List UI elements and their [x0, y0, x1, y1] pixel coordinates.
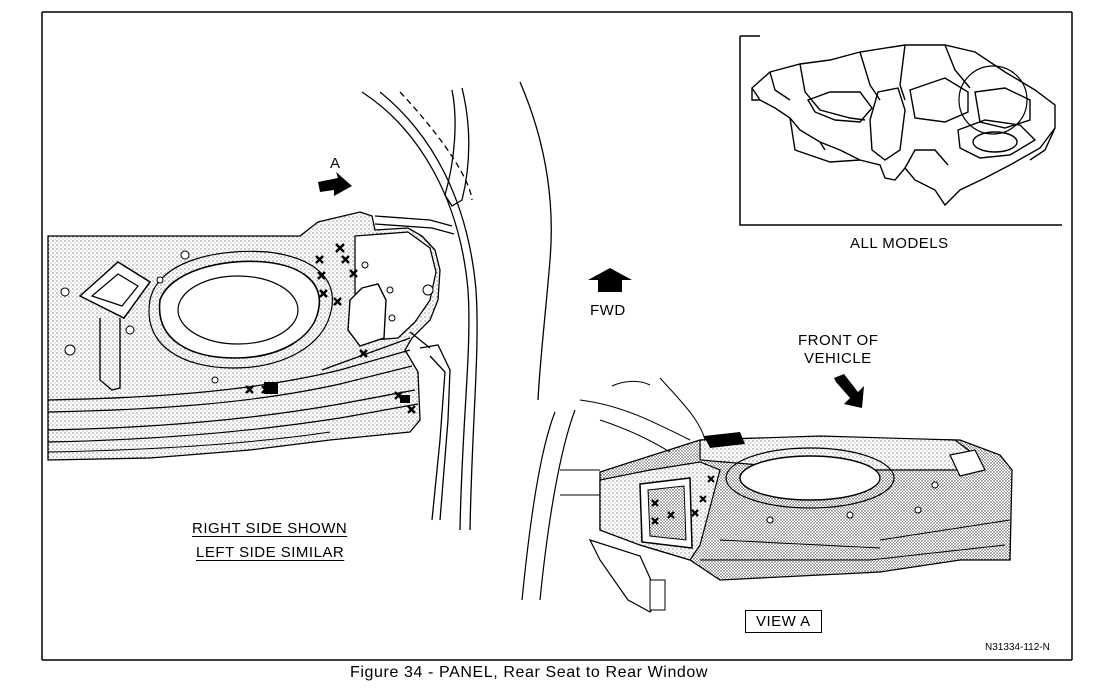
quarter-panel-outline — [321, 81, 552, 531]
frame-border — [41, 11, 1073, 661]
rear-seat-panel-right-side — [47, 211, 441, 461]
view-a-arrow — [318, 172, 352, 196]
fwd-label: FWD — [590, 302, 626, 319]
view-marker-label: A — [330, 155, 341, 172]
view-a-label: VIEW A — [745, 610, 822, 633]
part-number-label: N31334-112-N — [985, 642, 1050, 653]
fwd-arrow — [588, 268, 632, 292]
view-a-illustration — [521, 377, 1013, 613]
left-side-similar-label: LEFT SIDE SIMILAR — [196, 544, 345, 561]
front-of-vehicle-label-line2: VEHICLE — [804, 350, 872, 367]
all-models-inset — [739, 35, 1062, 226]
front-of-vehicle-label-line1: FRONT OF — [798, 332, 879, 349]
all-models-label: ALL MODELS — [850, 235, 949, 252]
car-body-illustration — [751, 44, 1056, 207]
front-of-vehicle-arrow — [834, 374, 864, 408]
figure-caption: Figure 34 - PANEL, Rear Seat to Rear Win… — [350, 664, 709, 681]
right-side-shown-label: RIGHT SIDE SHOWN — [192, 520, 348, 537]
